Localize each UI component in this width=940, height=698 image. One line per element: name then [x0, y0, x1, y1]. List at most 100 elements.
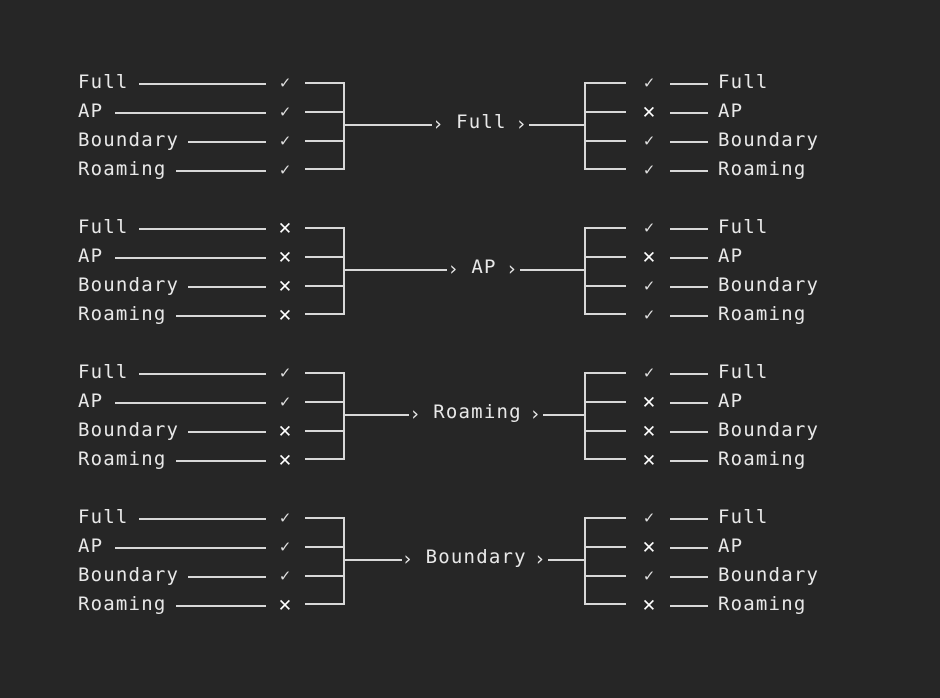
- outcome-row: ✕AP: [630, 242, 930, 271]
- cross-icon: ✕: [278, 447, 292, 471]
- connector-line: [114, 546, 266, 549]
- bracket-stub: [584, 285, 626, 287]
- input-bracket: [305, 227, 345, 315]
- outcome-label: Boundary: [718, 129, 820, 151]
- outcome-label: Full: [718, 71, 769, 93]
- connector-line: [188, 575, 266, 578]
- bracket-stub: [305, 458, 345, 460]
- bracket-stub: [305, 168, 345, 170]
- bracket-stub: [584, 256, 626, 258]
- precondition-mark: ✓: [274, 532, 296, 561]
- outcome-row: ✓Roaming: [630, 155, 930, 184]
- bracket-stub: [584, 372, 626, 374]
- outcome-row: ✓Boundary: [630, 561, 930, 590]
- precondition-mark: ✓: [274, 358, 296, 387]
- outcome-row: ✕ AP: [630, 532, 930, 561]
- precondition-mark: ✓: [274, 126, 296, 155]
- arrow-line-out: [548, 559, 584, 561]
- arrowhead-icon: ›: [447, 258, 459, 280]
- output-bracket: [584, 227, 626, 315]
- connector-line: [188, 430, 266, 433]
- precondition-mark: ✕: [274, 445, 296, 474]
- cross-icon: ✕: [642, 534, 656, 558]
- outcome-label: AP: [718, 535, 744, 557]
- bracket-spine: [584, 372, 586, 460]
- connector-line: [670, 82, 708, 85]
- bracket-stub: [305, 82, 345, 84]
- precondition-mark: ✓: [274, 561, 296, 590]
- outcome-label: Roaming: [718, 303, 807, 325]
- connector-line: [670, 314, 708, 317]
- bracket-spine: [343, 227, 345, 315]
- precondition-row: Full: [78, 503, 308, 532]
- cross-icon: ✕: [278, 244, 292, 268]
- connector-line: [670, 546, 708, 549]
- outcome-list: ✓Full✕AP✓Boundary✓Roaming: [630, 213, 930, 329]
- arrow-line-out: [529, 124, 584, 126]
- outcome-mark: ✕: [638, 242, 660, 271]
- bracket-spine: [343, 372, 345, 460]
- outcome-row: ✕Roaming: [630, 445, 930, 474]
- outcome-mark: ✓: [638, 68, 660, 97]
- connector-line: [114, 111, 266, 114]
- precondition-label: Roaming: [78, 303, 167, 325]
- outcome-label: Full: [718, 216, 769, 238]
- connector-line: [670, 111, 708, 114]
- transition-label: Roaming: [433, 401, 522, 423]
- precondition-label: Boundary: [78, 129, 180, 151]
- arrow-line-in: [343, 124, 433, 126]
- arrowhead-icon: ›: [401, 548, 414, 570]
- check-icon: ✓: [279, 73, 291, 93]
- arrowhead-icon: ›: [409, 403, 421, 425]
- bracket-stub: [305, 546, 345, 548]
- connector-line: [670, 285, 708, 288]
- connector-line: [176, 459, 266, 462]
- precondition-row: Roaming: [78, 155, 308, 184]
- connector-line: [188, 285, 266, 288]
- transition-label: AP: [471, 256, 497, 278]
- connector-line: [670, 401, 708, 404]
- precondition-row: Roaming: [78, 590, 308, 619]
- bracket-stub: [305, 517, 345, 519]
- outcome-row: ✓Roaming: [630, 300, 930, 329]
- outcome-list: ✓Full✕AP✕Boundary✕Roaming: [630, 358, 930, 474]
- bracket-stub: [584, 458, 626, 460]
- bracket-stub: [584, 313, 626, 315]
- precondition-row: Boundary: [78, 271, 308, 300]
- outcome-label: AP: [718, 390, 744, 412]
- outcome-mark: ✓: [638, 126, 660, 155]
- outcome-row: ✕Roaming: [630, 590, 930, 619]
- precondition-row: Roaming: [78, 300, 308, 329]
- cross-icon: ✕: [642, 389, 656, 413]
- precondition-mark: ✕: [274, 590, 296, 619]
- precondition-row: AP: [78, 242, 308, 271]
- cross-icon: ✕: [642, 99, 656, 123]
- bracket-stub: [584, 140, 626, 142]
- check-icon: ✓: [643, 276, 655, 296]
- arrow-line-in: [343, 414, 410, 416]
- bracket-spine: [584, 82, 586, 170]
- outcome-row: ✓Full: [630, 358, 930, 387]
- bracket-stub: [584, 430, 626, 432]
- check-icon: ✓: [643, 566, 655, 586]
- outcome-mark: ✓: [638, 503, 660, 532]
- connector-line: [670, 604, 708, 607]
- precondition-row: Boundary: [78, 561, 308, 590]
- bracket-stub: [305, 313, 345, 315]
- arrow-line-out: [520, 269, 584, 271]
- precondition-mark: ✕: [274, 416, 296, 445]
- precondition-mark: ✕: [274, 242, 296, 271]
- connector-line: [114, 401, 266, 404]
- check-icon: ✓: [643, 131, 655, 151]
- outcome-label: Boundary: [718, 274, 820, 296]
- precondition-label: AP: [78, 245, 104, 267]
- outcome-label: Boundary: [718, 419, 820, 441]
- precondition-label: Boundary: [78, 564, 180, 586]
- cross-icon: ✕: [278, 418, 292, 442]
- arrow-tail-icon: ›: [529, 403, 541, 425]
- outcome-label: Roaming: [718, 158, 807, 180]
- bracket-spine: [584, 227, 586, 315]
- precondition-row: AP: [78, 387, 308, 416]
